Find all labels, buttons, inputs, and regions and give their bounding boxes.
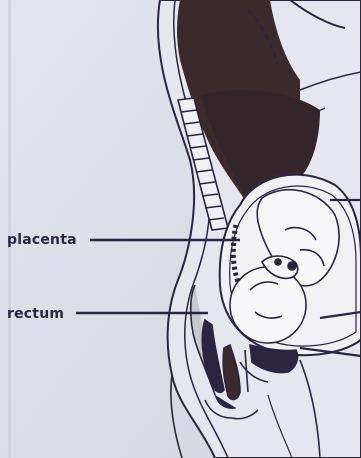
placenta-label: placenta — [7, 233, 77, 247]
rectum-label: rectum — [7, 307, 64, 321]
